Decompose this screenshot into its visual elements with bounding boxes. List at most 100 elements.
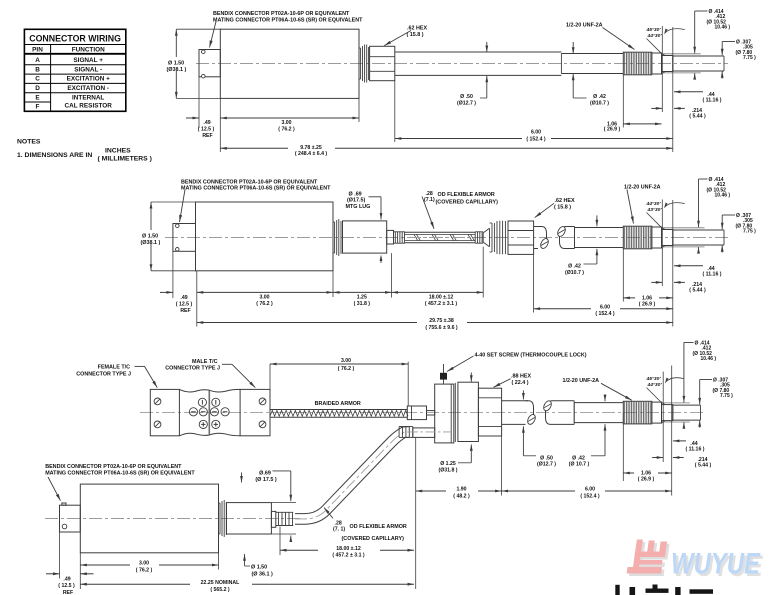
svg-text:FUNCTION: FUNCTION [72,46,105,53]
svg-text:(Ø12.7 ): (Ø12.7 ) [457,101,476,107]
svg-text:(Ø 7.80: (Ø 7.80 [736,224,753,230]
svg-text:Ø .42: Ø .42 [572,455,585,461]
svg-text:BRAIDED ARMOR: BRAIDED ARMOR [315,401,361,407]
svg-text:3.00: 3.00 [139,561,149,567]
svg-text:BENDIX CONNECTOR PT02A-10-6P: BENDIX CONNECTOR PT02A-10-6P OR EQUIVALE… [181,179,318,185]
svg-text:( 5.44 ): ( 5.44 ) [689,287,706,293]
svg-text:NOTES: NOTES [17,139,41,146]
svg-text:Ø .307: Ø .307 [736,40,751,46]
svg-text:44°30′: 44°30′ [646,33,662,39]
svg-text:( 11.16 ): ( 11.16 ) [702,272,721,278]
svg-text:10.46 ): 10.46 ) [701,356,717,362]
svg-text:(Ø 10.7 ): (Ø 10.7 ) [569,462,590,468]
svg-text:CAL RESISTOR: CAL RESISTOR [65,102,113,109]
svg-text:1.90: 1.90 [456,487,466,493]
svg-text:D: D [35,85,40,92]
svg-text:REF: REF [180,308,190,314]
svg-text:1.25: 1.25 [357,295,367,301]
svg-text:(Ø 10.52: (Ø 10.52 [707,188,727,194]
svg-text:45°30′: 45°30′ [645,27,661,33]
svg-text:10.46 ): 10.46 ) [715,25,731,31]
svg-text:3.00: 3.00 [281,120,291,126]
svg-text:( 152.4 ): ( 152.4 ) [580,493,600,499]
svg-text:.305: .305 [720,383,730,389]
svg-text:REF: REF [202,133,212,139]
svg-text:( 457.2 ± 3.1 ): ( 457.2 ± 3.1 ) [332,552,365,558]
svg-text:.305: .305 [743,45,753,51]
svg-text:10.46 ): 10.46 ) [715,193,731,199]
svg-text:Ø .50: Ø .50 [460,94,473,100]
svg-text:B: B [35,66,40,73]
svg-text:6.00: 6.00 [600,304,610,310]
svg-text:( 5.44 ): ( 5.44 ) [695,463,712,469]
svg-text:(Ø12.7 ): (Ø12.7 ) [537,462,556,468]
svg-text:Ø .414: Ø .414 [695,341,710,347]
svg-text:4-40 SET SCREW (THERMOCOUPLE L: 4-40 SET SCREW (THERMOCOUPLE LOCK) [475,353,587,359]
svg-text:(COVERED CAPILLARY): (COVERED CAPILLARY) [436,199,499,205]
svg-text:(Ø 10.52: (Ø 10.52 [693,351,713,357]
svg-text:44°30′: 44°30′ [645,201,661,207]
svg-text:REF: REF [63,590,73,595]
svg-text:1/2-20 UNF-2A: 1/2-20 UNF-2A [624,184,661,190]
svg-text:MALE T/C: MALE T/C [192,359,218,365]
svg-text:( 76.2 ): ( 76.2 ) [136,567,153,573]
svg-text:(Ø31.8 ): (Ø31.8 ) [438,467,457,473]
svg-text:EXCITATION +: EXCITATION + [67,76,111,83]
svg-text:C: C [35,76,40,83]
svg-text:( 248.4 ± 6.4 ): ( 248.4 ± 6.4 ) [295,151,328,157]
svg-text:1.06: 1.06 [607,121,617,127]
svg-text:.412: .412 [716,182,726,188]
svg-text:43°30′: 43°30′ [646,207,662,213]
svg-text:3.00: 3.00 [259,295,269,301]
svg-text:(Ø38.1 ): (Ø38.1 ) [141,240,161,246]
svg-text:(7.1): (7.1) [424,197,435,203]
svg-text:(7. 1): (7. 1) [333,527,345,533]
svg-text:( 12.5 ): ( 12.5 ) [198,127,215,133]
svg-text:.49: .49 [180,295,187,301]
svg-text:MATING CONNECTOR PT06A-10-6S: MATING CONNECTOR PT06A-10-6S (SR) OR EQU… [45,470,195,476]
svg-text:( 565.2 ): ( 565.2 ) [210,587,230,593]
svg-text:( 76.2 ): ( 76.2 ) [338,366,355,372]
svg-text:MATING CONNECTOR PT06A-10-6S: MATING CONNECTOR PT06A-10-6S (SR) OR EQU… [213,18,363,24]
svg-text:( 26.9 ): ( 26.9 ) [639,301,656,307]
svg-text:.44: .44 [707,92,714,98]
svg-text:(Ø 10.52: (Ø 10.52 [707,20,727,26]
svg-text:( 15.8 ): ( 15.8 ) [407,32,424,38]
svg-text:.44: .44 [690,441,697,447]
svg-text:.412: .412 [716,14,726,20]
svg-text:Ø .414: Ø .414 [709,177,724,183]
svg-text:.412: .412 [702,346,712,352]
svg-text:Ø .50: Ø .50 [540,455,553,461]
svg-text:CONNECTOR WIRING: CONNECTOR WIRING [29,34,121,44]
svg-text:.28: .28 [426,191,433,197]
svg-text:.62 HEX: .62 HEX [555,198,575,204]
svg-text:.88 HEX: .88 HEX [511,374,531,380]
svg-text:1.06: 1.06 [641,471,651,477]
svg-text:Ø 1.50: Ø 1.50 [142,233,158,239]
svg-text:Ø 1.50: Ø 1.50 [168,60,184,66]
svg-text:A: A [35,57,40,64]
svg-text:18.00 ±.12: 18.00 ±.12 [336,546,361,552]
svg-text:( 76.2 ): ( 76.2 ) [278,127,295,133]
svg-text:( 26.9 ): ( 26.9 ) [604,127,621,133]
svg-text:Ø 1.25: Ø 1.25 [440,461,456,467]
svg-text:CONNECTOR TYPE J: CONNECTOR TYPE J [76,371,131,377]
svg-text:( 26.9 ): ( 26.9 ) [638,476,655,482]
svg-text:7.75 ): 7.75 ) [743,229,756,235]
svg-text:( 12.5 ): ( 12.5 ) [58,583,75,589]
svg-text:.49: .49 [63,576,70,582]
svg-text:(Ø10.7 ): (Ø10.7 ) [565,270,584,276]
svg-text:MTG LUG: MTG LUG [346,204,371,210]
svg-text:SIGNAL +: SIGNAL + [73,57,103,64]
svg-text:6.00: 6.00 [585,487,595,493]
svg-text:E: E [35,94,40,101]
svg-text:.28: .28 [335,520,342,526]
svg-text:( 11.16 ): ( 11.16 ) [702,98,721,104]
svg-text:EXCITATION -: EXCITATION - [67,85,109,92]
svg-text:1/2-20 UNF-2A: 1/2-20 UNF-2A [563,378,600,384]
svg-text:(Ø17.5): (Ø17.5) [347,198,365,204]
svg-text:.44: .44 [707,266,714,272]
svg-text:9.78 ±.25: 9.78 ±.25 [300,145,322,151]
svg-text:( MILLIMETERS ): ( MILLIMETERS ) [98,156,152,163]
svg-text:MATING CONNECTOR PT06A-10-6S: MATING CONNECTOR PT06A-10-6S (SR) OR EQU… [181,186,331,192]
